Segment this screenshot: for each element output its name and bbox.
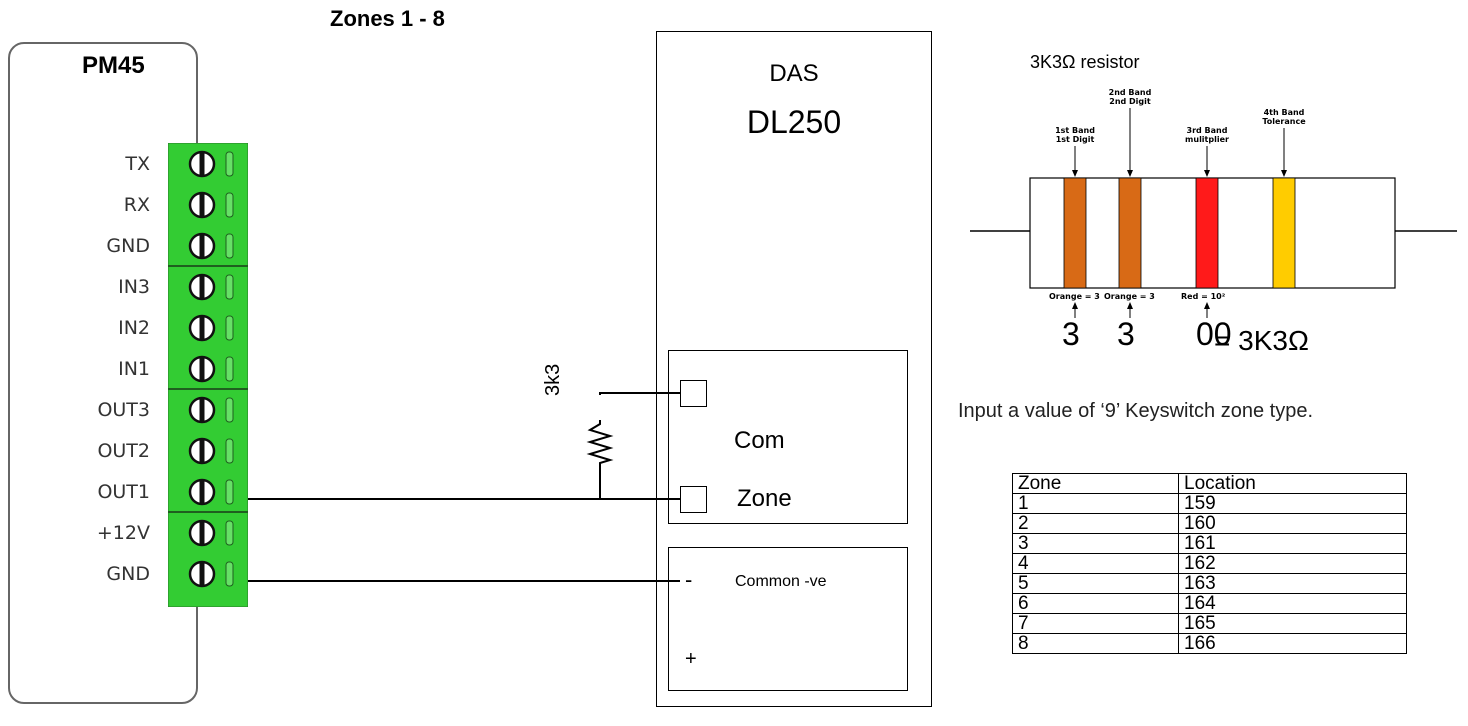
table-cell: 166 <box>1178 633 1407 654</box>
resistor-bands <box>1063 108 1296 318</box>
band-color-2: Orange = 3 <box>1104 292 1155 301</box>
power-block <box>668 547 908 691</box>
pm45-title: PM45 <box>82 52 145 79</box>
band-digit-3: 00 <box>1196 316 1232 352</box>
table-cell: 7 <box>1012 613 1179 634</box>
common-ve-label: Common -ve <box>735 573 827 590</box>
terminal-label-in3-3: IN3 <box>118 276 150 298</box>
table-header-cell: Location <box>1178 473 1407 494</box>
table-cell: 163 <box>1178 573 1407 594</box>
plus-label: + <box>685 648 697 670</box>
table-header-cell: Zone <box>1012 473 1179 494</box>
resistor-band-3 <box>1195 177 1219 289</box>
com-terminal <box>680 380 707 407</box>
terminal-label-gnd-2: GND <box>106 235 150 257</box>
band-color-1: Orange = 3 <box>1049 292 1100 301</box>
table-cell: 161 <box>1178 533 1407 554</box>
terminal-label-in1-5: IN1 <box>118 358 150 380</box>
das-panel <box>656 31 932 707</box>
das-model: DL250 <box>746 104 842 140</box>
table-cell: 159 <box>1178 493 1407 514</box>
band-color-3: Red = 10² <box>1181 292 1226 301</box>
terminal-label-12v-9: +12V <box>96 522 150 544</box>
band-digit-1: 3 <box>1062 316 1080 352</box>
page-title: Zones 1 - 8 <box>330 6 445 31</box>
terminal-label-gnd-10: GND <box>106 563 150 585</box>
table-cell: 1 <box>1012 493 1179 514</box>
table-cell: 3 <box>1012 533 1179 554</box>
resistor-result: = 3K3Ω <box>1214 325 1309 356</box>
terminal-label-tx-0: TX <box>125 153 150 175</box>
minus-label: - <box>685 567 693 592</box>
terminal-label-in2-4: IN2 <box>118 317 150 339</box>
table-cell: 160 <box>1178 513 1407 534</box>
wire-resistor-com <box>599 392 680 395</box>
table-cell: 5 <box>1012 573 1179 594</box>
zone-input-block <box>668 350 908 524</box>
band-digit-2: 3 <box>1117 316 1135 352</box>
terminal-label-out2-7: OUT2 <box>97 440 150 462</box>
table-cell: 8 <box>1012 633 1179 654</box>
table-cell: 165 <box>1178 613 1407 634</box>
zone-terminal <box>680 486 707 513</box>
resistor-chart-title: 3K3Ω resistor <box>1030 52 1140 72</box>
resistor-band-4 <box>1272 177 1296 289</box>
terminal-label-out3-6: OUT3 <box>97 399 150 421</box>
resistor-band-2 <box>1118 177 1142 289</box>
table-cell: 162 <box>1178 553 1407 574</box>
table-cell: 164 <box>1178 593 1407 614</box>
resistor-label: 3k3 <box>542 363 564 396</box>
das-brand: DAS <box>769 60 819 87</box>
table-cell: 2 <box>1012 513 1179 534</box>
zone-label: Zone <box>737 485 792 512</box>
zone-type-note: Input a value of ‘9’ Keyswitch zone type… <box>958 400 1314 422</box>
resistor-3k3-symbol <box>586 420 614 466</box>
resistor-band-1 <box>1063 177 1087 289</box>
terminal-label-rx-1: RX <box>123 194 150 216</box>
com-label: Com <box>734 427 785 454</box>
terminal-label-out1-8: OUT1 <box>97 481 150 503</box>
table-cell: 6 <box>1012 593 1179 614</box>
terminal-block <box>168 143 248 607</box>
table-cell: 4 <box>1012 553 1179 574</box>
